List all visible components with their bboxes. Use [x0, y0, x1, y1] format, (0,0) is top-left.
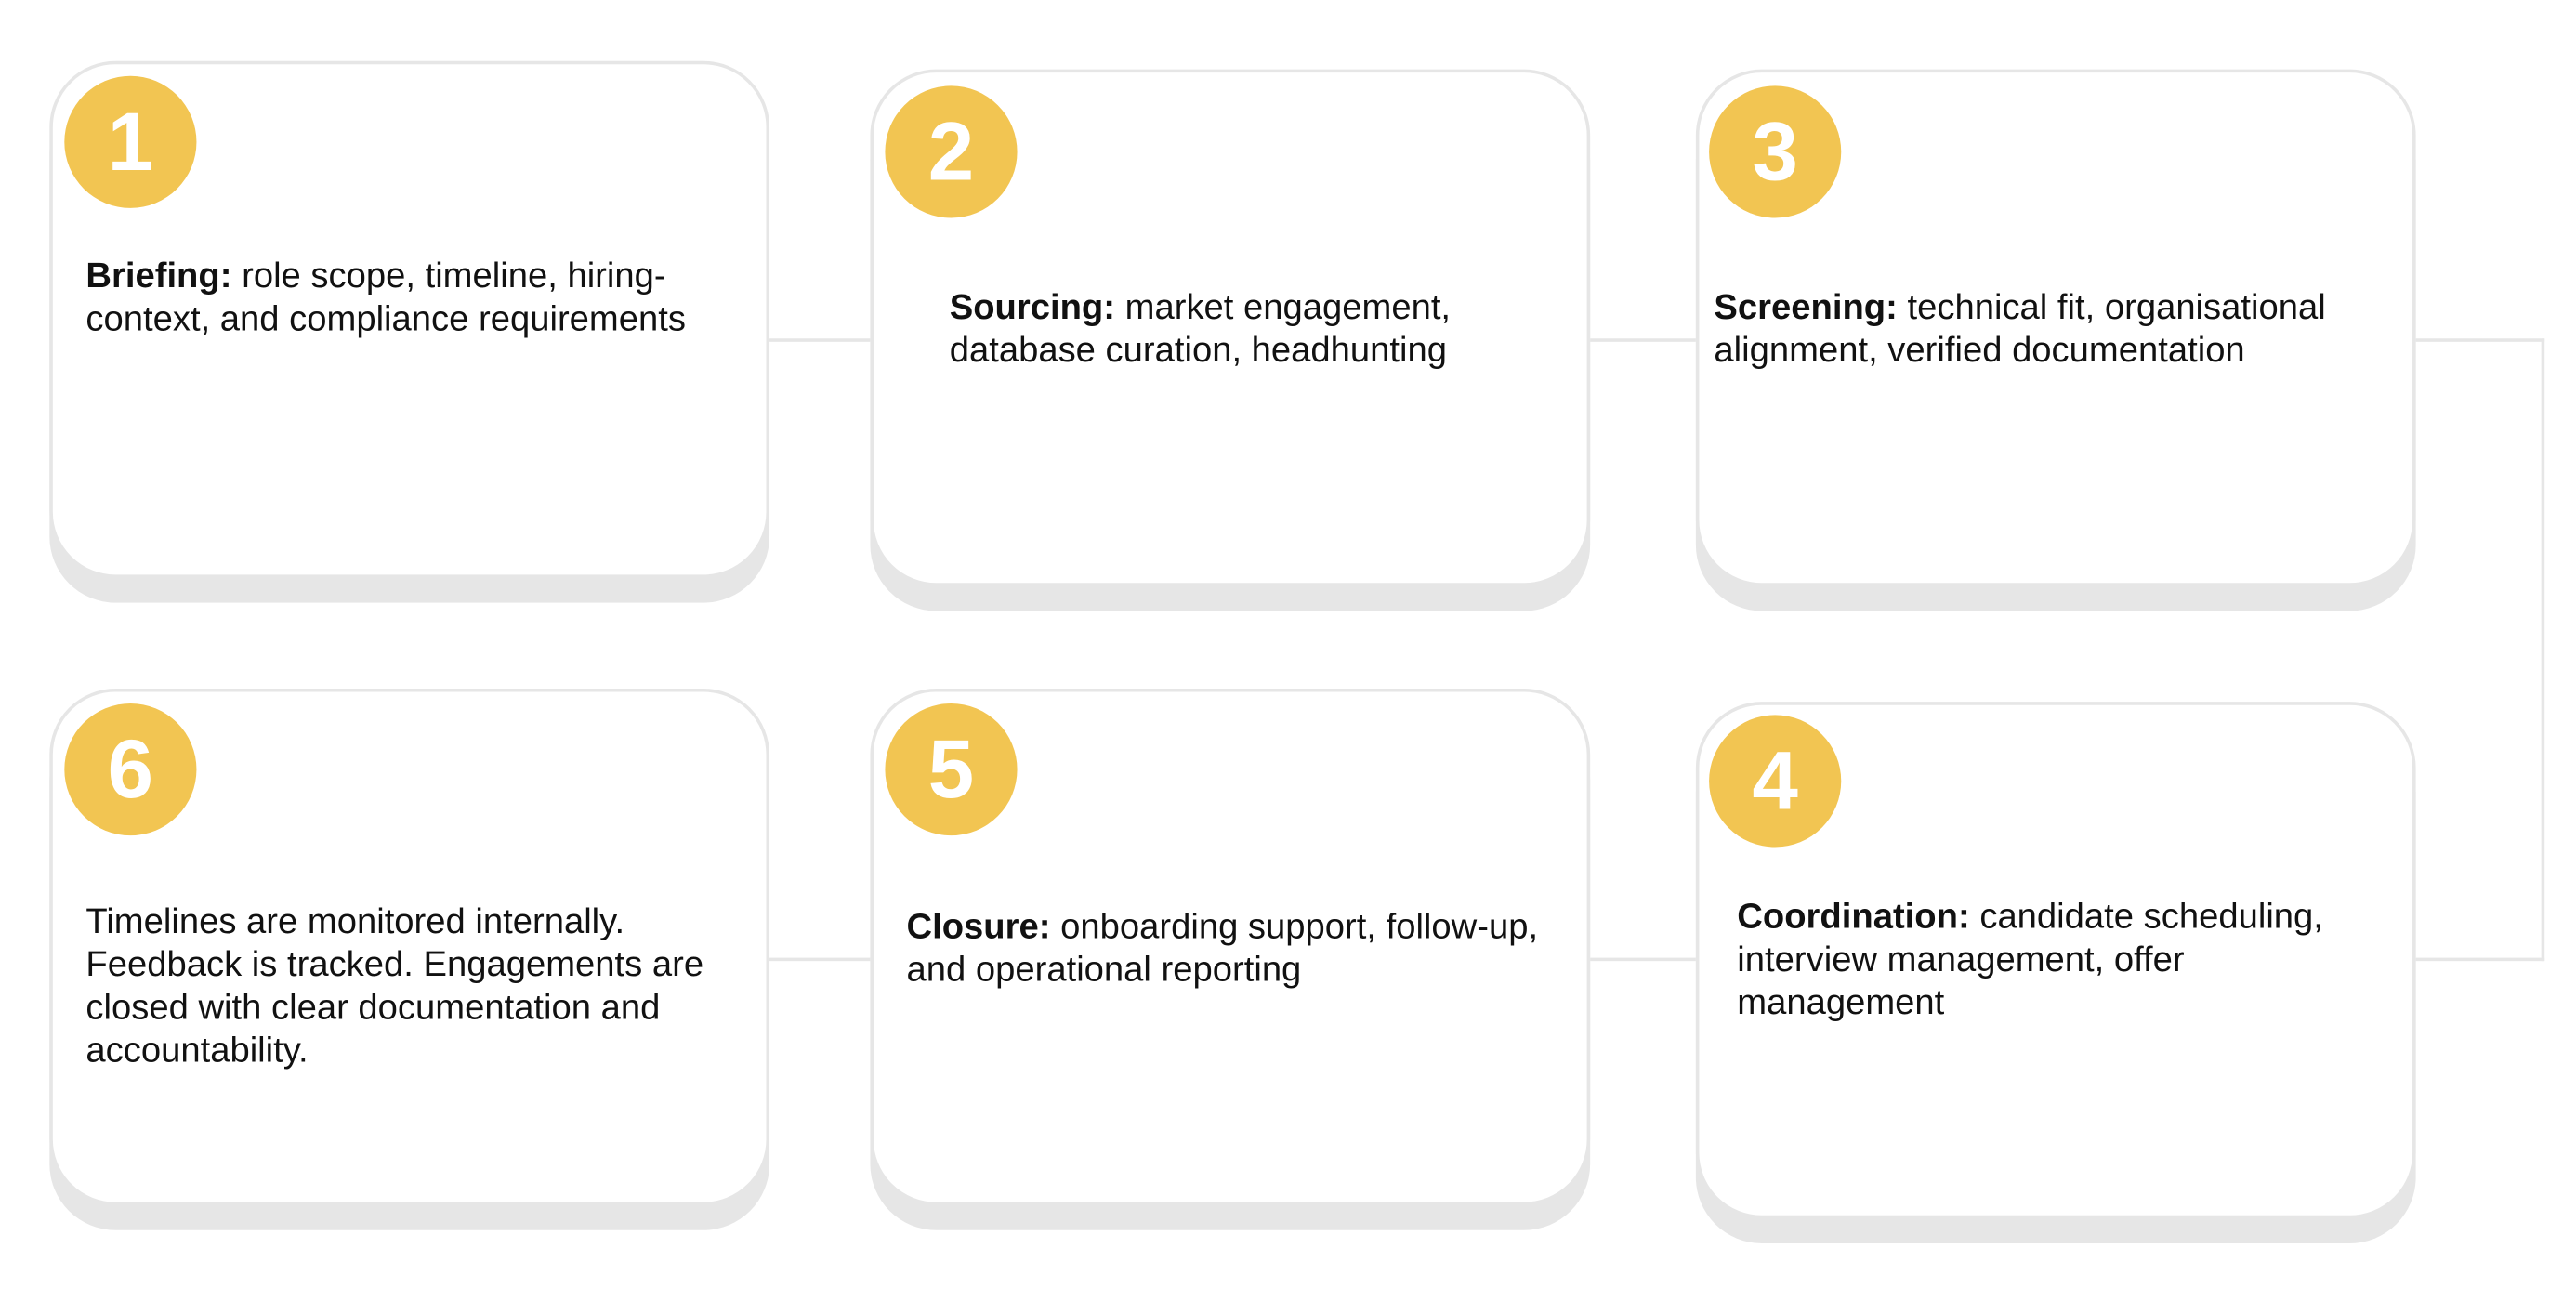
- step-number-badge: 3: [1709, 85, 1842, 218]
- step-description: Closure: onboarding support, follow-up, …: [907, 905, 1551, 991]
- step-description: Screening: technical fit, organisational…: [1714, 285, 2391, 371]
- step-number-badge: 2: [885, 85, 1018, 218]
- connector-right-4: [2415, 957, 2545, 962]
- step-body: onboarding support, follow-up, and opera…: [906, 906, 1539, 990]
- step-body: role scope, timeline, hiring-context, an…: [85, 256, 686, 339]
- step-number-badge: 4: [1709, 715, 1842, 848]
- step-body: Timelines are monitored internally. Feed…: [85, 901, 704, 1071]
- connector-3-right: [2415, 338, 2545, 342]
- step-description: Sourcing: market engagement, database cu…: [950, 285, 1528, 371]
- connector-5-6: [769, 957, 871, 962]
- connector-4-5: [1590, 957, 1696, 962]
- step-description: Timelines are monitored internally. Feed…: [85, 900, 729, 1071]
- connector-2-3: [1590, 338, 1696, 342]
- step-title: Closure:: [906, 906, 1051, 947]
- step-title: Screening:: [1714, 287, 1898, 327]
- connector-vertical: [2541, 338, 2545, 962]
- step-number-badge: 5: [885, 703, 1018, 836]
- connector-1-2: [769, 338, 871, 342]
- step-body: market engagement, database curation, he…: [949, 287, 1452, 371]
- step-title: Sourcing:: [949, 287, 1116, 327]
- step-number-badge: 6: [64, 703, 197, 836]
- step-title: Briefing:: [85, 256, 232, 296]
- step-body: candidate scheduling, interview manageme…: [1737, 896, 2323, 1022]
- step-description: Briefing: role scope, timeline, hiring-c…: [85, 255, 729, 340]
- step-body: technical fit, organisational alignment,…: [1714, 287, 2326, 371]
- step-description: Coordination: candidate scheduling, inte…: [1737, 895, 2381, 1024]
- step-number-badge: 1: [64, 75, 197, 208]
- step-title: Coordination:: [1737, 896, 1970, 937]
